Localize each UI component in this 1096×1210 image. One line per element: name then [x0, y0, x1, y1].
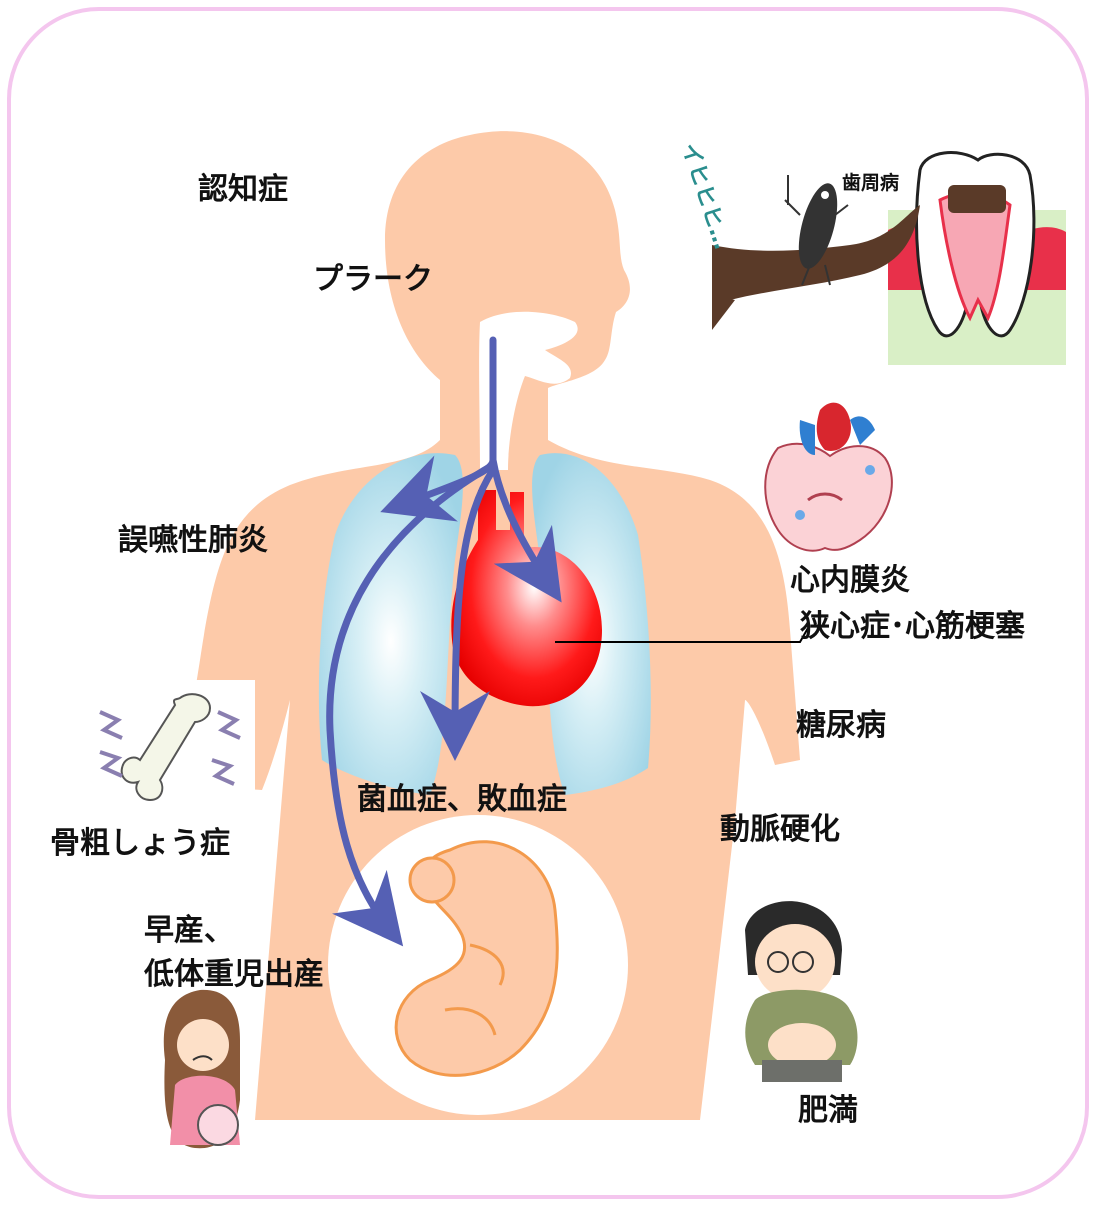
label-premature-birth-1: 早産、 — [144, 913, 234, 949]
label-aspiration-pneumonia: 誤嚥性肺炎 — [118, 523, 268, 559]
label-premature-birth-2: 低体重児出産 — [144, 957, 324, 993]
label-endocarditis: 心内膜炎 — [790, 563, 910, 599]
label-obesity: 肥満 — [798, 1093, 858, 1129]
label-osteoporosis: 骨粗しょう症 — [50, 826, 230, 862]
label-plaque: プラーク — [313, 262, 433, 298]
label-periodontal: 歯周病 — [842, 172, 899, 195]
worried-pregnant-woman-icon — [164, 990, 240, 1148]
aching-bone-icon — [90, 680, 255, 805]
label-angina-mi: 狭心症･心筋梗塞 — [800, 609, 1025, 645]
label-dementia: 認知症 — [198, 172, 288, 208]
label-arteriosclerosis: 動脈硬化 — [720, 812, 840, 848]
label-bacteremia-sepsis: 菌血症、敗血症 — [357, 782, 567, 818]
label-diabetes: 糖尿病 — [796, 708, 886, 744]
